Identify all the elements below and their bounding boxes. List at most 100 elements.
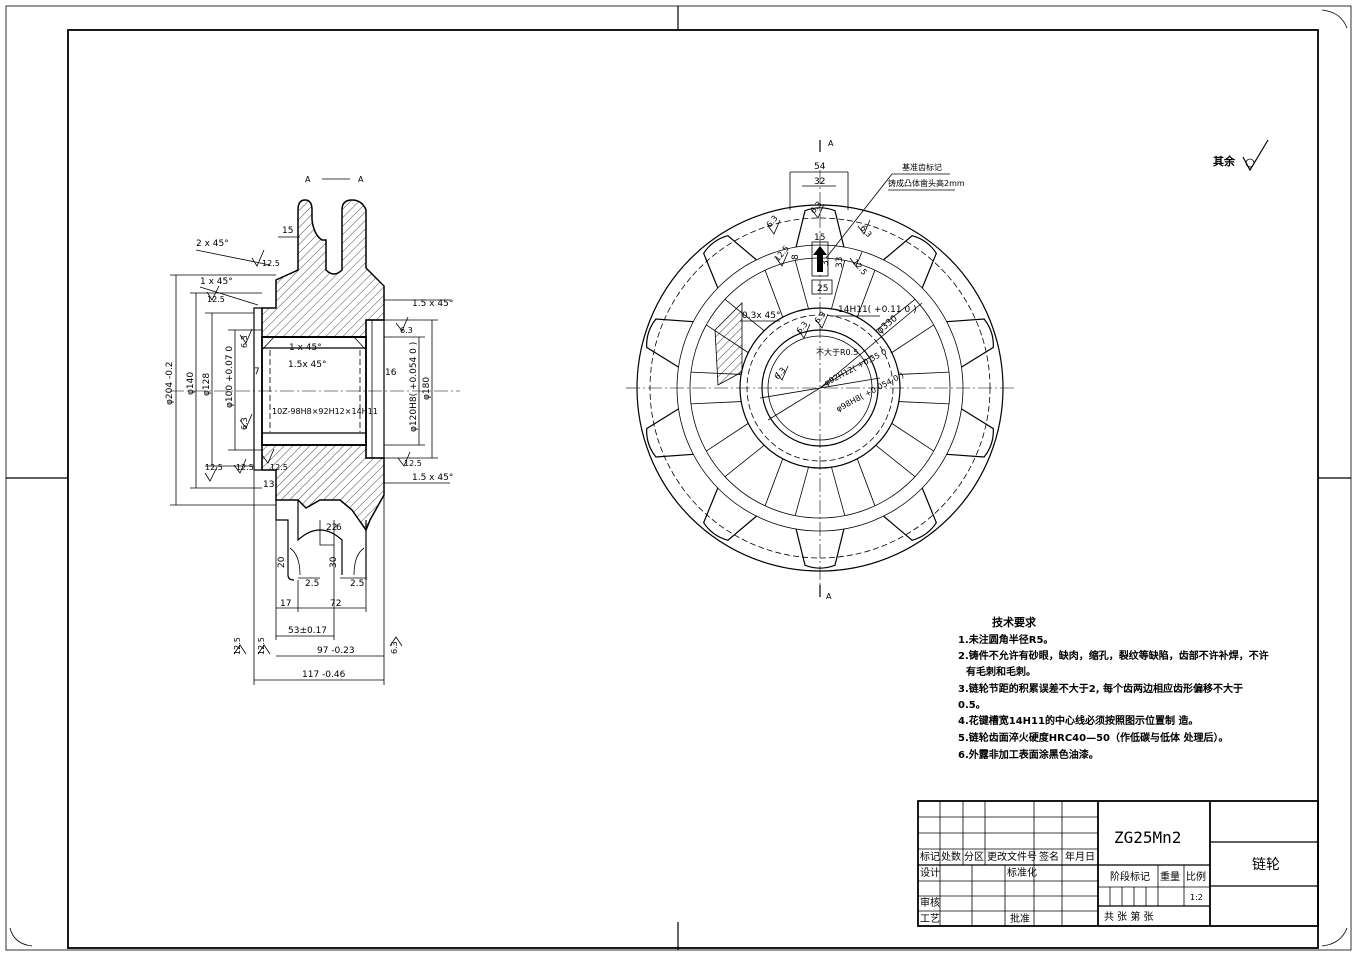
svg-text:6.3: 6.3 bbox=[813, 310, 828, 326]
chamfer-15x45-a: 1.5x 45° bbox=[288, 360, 326, 370]
svg-text:12.5: 12.5 bbox=[262, 259, 280, 268]
sprocket-tooth bbox=[702, 235, 757, 289]
sprocket-web-edge bbox=[891, 324, 950, 375]
svg-text:6.3: 6.3 bbox=[400, 326, 413, 335]
sprocket-web-edge bbox=[690, 401, 749, 452]
svg-text:6.3: 6.3 bbox=[773, 366, 788, 382]
not-more-than-r05: 不大于R0.5 bbox=[816, 347, 858, 357]
dim-15-right: 15 bbox=[814, 233, 825, 243]
sheet-frame bbox=[5, 5, 1352, 951]
tech-req-heading: 技术要求 bbox=[992, 615, 1037, 629]
dim-phi140: φ140 bbox=[186, 372, 196, 395]
svg-text:12.5: 12.5 bbox=[850, 258, 868, 277]
tech-req-item-3: 3.链轮节距的积累误差不大于2, 每个齿两边相应齿形偏移不大于 bbox=[958, 682, 1243, 695]
note-cast-height: 铸成凸体凿头高2mm bbox=[888, 178, 965, 188]
sprocket-web-edge bbox=[794, 260, 846, 309]
tech-req-item-2b: 有毛刺和毛刺。 bbox=[966, 665, 1036, 678]
svg-text:6.3: 6.3 bbox=[240, 335, 249, 348]
tech-req-item-3b: 0.5。 bbox=[958, 700, 986, 711]
sprocket-web-edge bbox=[856, 270, 916, 332]
chamfer-1x45-a: 1 x 45° bbox=[200, 277, 233, 287]
row-check: 审核 bbox=[920, 896, 940, 909]
tech-req-item-1: 1.未注圆角半径R5。 bbox=[958, 633, 1053, 646]
chamfer-0.3x45: 0.3x 45° bbox=[742, 311, 780, 321]
sprocket-web-edge bbox=[794, 467, 846, 516]
row-standard: 标准化 bbox=[1007, 866, 1037, 879]
front-view: A A 54 32 基准齿标记 铸成凸体凿头高2mm bbox=[626, 139, 1016, 601]
part-name: 链轮 bbox=[1252, 857, 1280, 873]
dim-phi128: φ128 bbox=[202, 373, 212, 396]
technical-requirements: 技术要求 1.未注圆角半径R5。 2.铸件不允许有砂眼，缺肉，缩孔，裂纹等缺陷，… bbox=[958, 615, 1269, 761]
chamfer-2x45: 2 x 45° bbox=[196, 239, 229, 249]
weight: 重量 bbox=[1160, 870, 1180, 883]
dim-6: 6 bbox=[336, 523, 342, 533]
dim-22: 22 bbox=[326, 523, 337, 533]
sprocket-web-edge bbox=[724, 444, 784, 506]
tech-req-item-6: 6.外露非加工表面涂黑色油漆。 bbox=[958, 748, 1099, 761]
sprocket-tooth bbox=[702, 487, 757, 541]
material: ZG25Mn2 bbox=[1114, 828, 1181, 847]
chamfer-15x45-c: 1.5 x 45° bbox=[412, 473, 453, 483]
sprocket-tooth bbox=[646, 318, 694, 368]
sprocket-tooth bbox=[795, 528, 845, 569]
dim-2.5-b: 2.5 bbox=[350, 579, 364, 589]
sprocket-tooth bbox=[646, 408, 694, 458]
general-roughness: 其余 bbox=[1213, 139, 1269, 172]
svg-text:12.5: 12.5 bbox=[236, 463, 254, 472]
dim-25: 25 bbox=[817, 284, 828, 294]
dim-17: 17 bbox=[280, 599, 291, 609]
stage-mark: 阶段标记 bbox=[1110, 870, 1150, 883]
svg-text:12.5: 12.5 bbox=[270, 463, 288, 472]
dim-phi204: φ204 -0.2 bbox=[165, 361, 175, 405]
svg-text:12.5: 12.5 bbox=[773, 244, 791, 263]
dim-phi120: φ120H8( +0.054 0 ) bbox=[409, 342, 419, 432]
chamfer-15x45-b: 1.5 x 45° bbox=[412, 299, 453, 309]
title-block: 标记 处数 分区 更改文件号 签名 年月日 设计 标准化 审核 工艺 批准 ZG… bbox=[917, 800, 1319, 927]
svg-text:12.5: 12.5 bbox=[404, 459, 422, 468]
dim-15: 15 bbox=[282, 226, 293, 236]
svg-text:6.3: 6.3 bbox=[858, 224, 873, 240]
spline-designation: 10Z-98H8×92H12×14H11 bbox=[272, 407, 378, 416]
dim-97: 97 -0.23 bbox=[317, 646, 355, 656]
dim-20: 20 bbox=[277, 556, 287, 568]
sprocket-tooth bbox=[946, 318, 994, 368]
svg-text:12.5: 12.5 bbox=[233, 637, 242, 655]
sprocket-web-edge bbox=[724, 270, 784, 332]
svg-text:6.3: 6.3 bbox=[240, 417, 249, 430]
sprocket-tooth bbox=[883, 487, 938, 541]
sprocket-tooth bbox=[795, 207, 845, 248]
scale-value: 1:2 bbox=[1190, 893, 1203, 902]
dim-phi180: φ180 bbox=[422, 377, 432, 400]
section-mark-a1: A bbox=[305, 175, 311, 184]
svg-text:12.5: 12.5 bbox=[257, 637, 266, 655]
roughness-symbols-left: 12.5 12.5 12.5 12.5 6.3 12.5 12.5 6.3 6.… bbox=[204, 249, 422, 655]
svg-text:6.3: 6.3 bbox=[795, 320, 810, 336]
dim-32: 32 bbox=[814, 177, 825, 187]
section-mark-a2: A bbox=[358, 175, 364, 184]
chamfer-1x45-b: 1 x 45° bbox=[289, 343, 322, 353]
col-change-doc: 更改文件号 bbox=[987, 850, 1037, 863]
scale-label: 比例 bbox=[1186, 870, 1206, 883]
tech-req-item-4: 4.花键槽宽14H11的中心线必须按照图示位置制 造。 bbox=[958, 714, 1198, 727]
sprocket-tooth bbox=[883, 235, 938, 289]
col-date: 年月日 bbox=[1065, 850, 1095, 863]
sprocket-teeth bbox=[646, 207, 994, 569]
dim-8: 8 bbox=[791, 254, 801, 260]
dim-13: 13 bbox=[263, 480, 274, 490]
svg-text:6.3: 6.3 bbox=[765, 214, 780, 230]
col-count: 处数 bbox=[941, 850, 961, 863]
tech-req-item-5: 5.链轮齿面淬火硬度HRC40—50（作低碳与低体 处理后）。 bbox=[958, 731, 1228, 744]
dim-33: 33 bbox=[835, 257, 845, 268]
dim-72: 72 bbox=[330, 599, 341, 609]
note-reference-mark: 基准齿标记 bbox=[902, 162, 942, 172]
sprocket-web-edge bbox=[891, 401, 950, 452]
svg-text:12.5: 12.5 bbox=[205, 463, 223, 472]
sheet-count: 共 张 第 张 bbox=[1104, 910, 1154, 923]
col-zone: 分区 bbox=[964, 851, 984, 863]
key-14H11: 14H11( +0.11 0 ) bbox=[838, 305, 917, 315]
dim-3: 3 bbox=[821, 260, 831, 266]
dim-54: 54 bbox=[814, 162, 826, 172]
row-approve: 批准 bbox=[1010, 912, 1030, 925]
sprocket-web-edge bbox=[856, 444, 916, 506]
section-mark-top: A bbox=[828, 139, 834, 148]
